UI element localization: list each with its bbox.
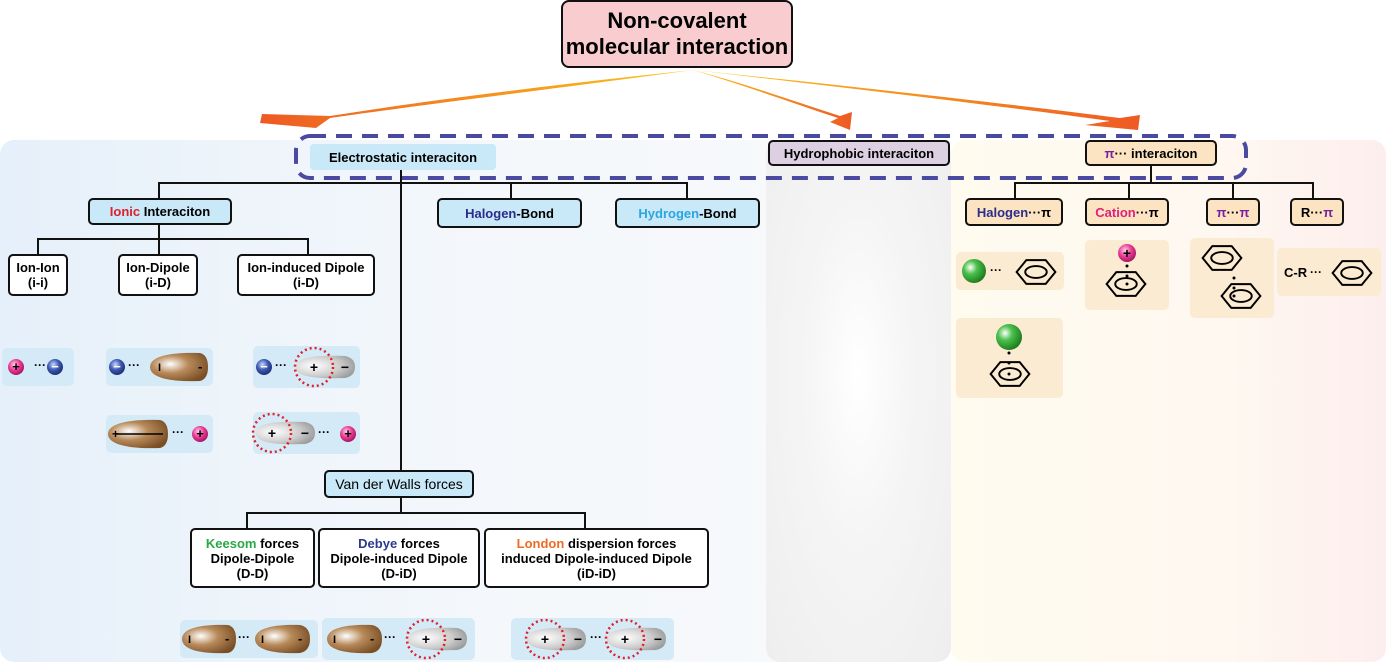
- connector: [1312, 182, 1314, 198]
- cation-pi-box: Cation···π: [1085, 198, 1169, 226]
- ion-dipole-box: Ion-Dipole(i-D): [118, 254, 198, 296]
- keesom-box: Keesom forces Dipole-Dipole (D-D): [190, 528, 315, 588]
- ion-ion-illustration: [2, 348, 74, 386]
- connector: [510, 182, 512, 198]
- hydrophobic-panel: [766, 140, 951, 662]
- connector: [246, 512, 586, 514]
- pi-pi-illustration: [1190, 238, 1274, 318]
- connector: [158, 182, 688, 184]
- electrostatic-header: Electrostatic interaciton: [310, 144, 496, 170]
- london-illustration: [511, 618, 674, 660]
- ion-ion-box: Ion-Ion(i-i): [8, 254, 68, 296]
- connector: [1014, 182, 1314, 184]
- connector: [584, 512, 586, 528]
- london-box: London dispersion forces induced Dipole-…: [484, 528, 709, 588]
- connector: [307, 238, 309, 254]
- connector: [158, 238, 160, 254]
- ion-induced-dipole-illustration-2: [253, 412, 360, 454]
- connector: [1128, 182, 1130, 198]
- ion-dipole-illustration-1: [106, 348, 213, 386]
- ion-induced-dipole-illustration-1: [253, 346, 360, 388]
- pi-header: π ··· interaciton: [1085, 140, 1217, 166]
- connector: [158, 225, 160, 239]
- halogen-pi-illustration-1: [956, 252, 1064, 290]
- title-line1: Non-covalent: [607, 8, 747, 33]
- connector: [400, 498, 402, 512]
- ion-dipole-illustration-2: [106, 415, 213, 453]
- cation-pi-illustration: [1085, 240, 1169, 310]
- arrow-electrostatic: [260, 70, 693, 128]
- keesom-illustration: [180, 620, 318, 658]
- hydrophobic-header: Hydrophobic interaciton: [768, 140, 950, 166]
- cr-label: C-R: [1284, 265, 1308, 280]
- r-pi-box: R···π: [1290, 198, 1344, 226]
- debye-illustration: [322, 618, 475, 660]
- pi-pi-box: π···π: [1206, 198, 1260, 226]
- connector: [37, 238, 39, 254]
- connector: [1150, 166, 1152, 182]
- van-der-waals-box: Van der Walls forces: [324, 470, 474, 498]
- debye-box: Debye forces Dipole-induced Dipole (D-iD…: [318, 528, 480, 588]
- halogen-pi-illustration-2: [956, 318, 1063, 398]
- halogen-bond-box: Halogen-Bond: [437, 198, 582, 228]
- main-title-box: Non-covalent molecular interaction: [561, 0, 793, 68]
- connector: [1014, 182, 1016, 198]
- connector: [37, 238, 309, 240]
- connector: [400, 170, 402, 470]
- ionic-interaction-box: Ionic Interaciton: [88, 198, 232, 225]
- pi-panel: [951, 140, 1386, 662]
- connector: [158, 182, 160, 198]
- arrow-hydrophobic: [693, 70, 852, 130]
- connector: [1232, 182, 1234, 198]
- hydrogen-bond-box: Hydrogen-Bond: [615, 198, 760, 228]
- dashed-frame: [294, 134, 1248, 180]
- halogen-pi-box: Halogen···π: [965, 198, 1063, 226]
- connector: [686, 182, 688, 198]
- connector: [246, 512, 248, 528]
- ion-induced-dipole-box: Ion-induced Dipole(i-D): [237, 254, 375, 296]
- arrow-pi: [693, 70, 1140, 130]
- title-line2: molecular interaction: [565, 34, 789, 59]
